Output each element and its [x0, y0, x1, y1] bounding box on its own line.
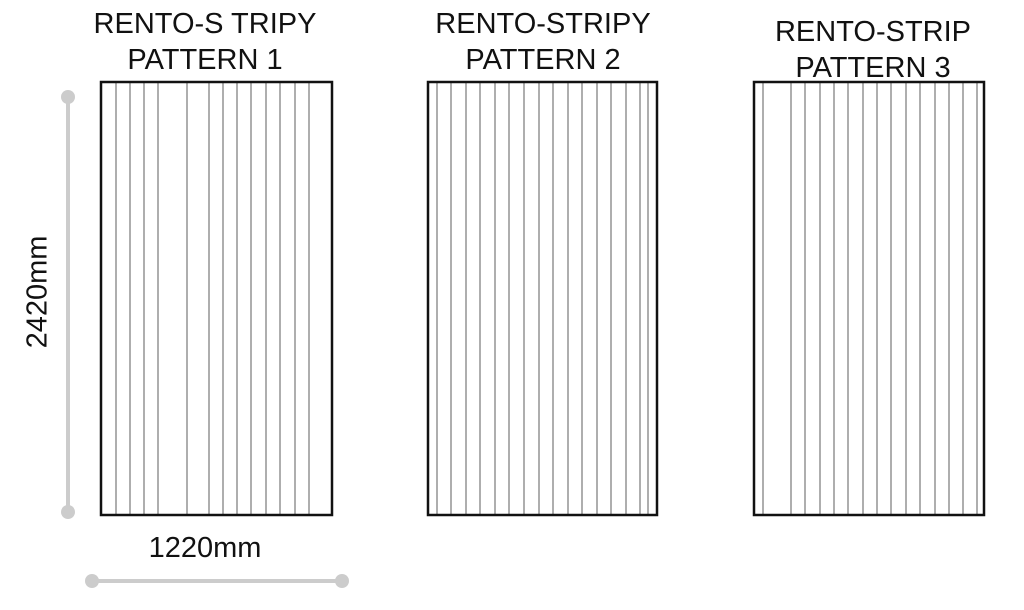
- width-dimension-right-dot: [335, 574, 349, 588]
- height-dimension-bottom-dot: [61, 505, 75, 519]
- panel-1-title-line1: RENTO-S TRIPY: [93, 8, 317, 40]
- panel-2-title-line2: PATTERN 2: [465, 44, 621, 76]
- panel-2-title: RENTO-STRIPY PATTERN 2: [398, 6, 688, 78]
- height-dimension-label: 2420mm: [21, 235, 54, 349]
- panel-1-title-line2: PATTERN 1: [127, 44, 283, 76]
- panel-1-title: RENTO-S TRIPY PATTERN 1: [60, 6, 350, 78]
- panel-3-outline: [752, 80, 986, 517]
- panel-3-title-line1: RENTO-STRIP: [774, 16, 972, 48]
- height-dimension-top-dot: [61, 90, 75, 104]
- width-dimension-label: 1220mm: [148, 532, 262, 564]
- panel-2-title-line1: RENTO-STRIPY: [435, 8, 651, 40]
- panel-3-title: RENTO-STRIP PATTERN 3: [728, 14, 1018, 86]
- panel-1-outline: [99, 80, 334, 517]
- width-dimension-left-dot: [85, 574, 99, 588]
- panel-3-title-line2: PATTERN 3: [795, 52, 951, 84]
- panel-2-outline: [426, 80, 659, 517]
